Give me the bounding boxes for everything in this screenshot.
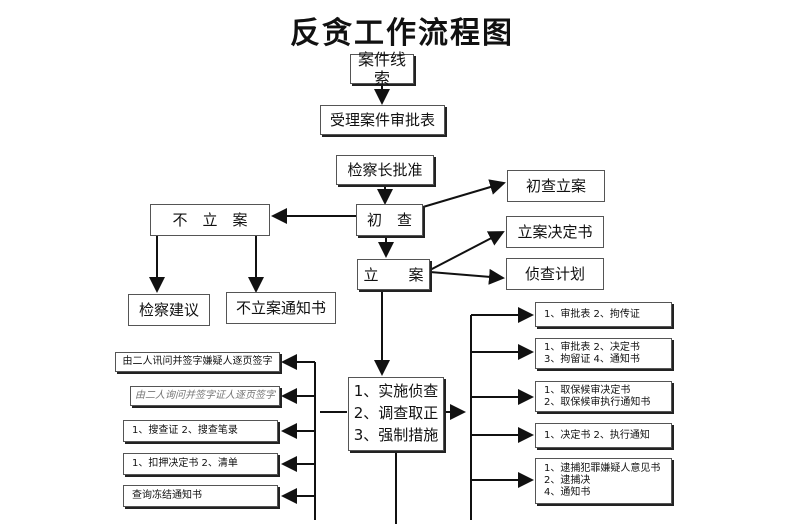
right-item-2: 1、审批表 2、决定书 3、拘留证 4、通知书 bbox=[535, 338, 672, 369]
case-register-form-node: 受理案件审批表 bbox=[320, 105, 445, 135]
initial-filing-node: 初查立案 bbox=[507, 170, 605, 202]
left-item-3: 1、搜查证 2、搜查笔录 bbox=[123, 420, 278, 442]
left-item-2: 由二人询问并签字证人逐页签字 bbox=[130, 386, 280, 406]
chief-approval-node: 检察长批准 bbox=[336, 155, 434, 185]
page-title: 反贪工作流程图 bbox=[290, 16, 514, 51]
left-item-1: 由二人讯问并签字嫌疑人逐页签字 bbox=[115, 352, 280, 372]
case-clue-node: 案件线索 bbox=[350, 50, 414, 88]
investigation-plan-node: 侦查计划 bbox=[506, 258, 604, 290]
right-item-4: 1、决定书 2、执行通知 bbox=[535, 423, 672, 448]
right-item-5: 1、逮捕犯罪嫌疑人意见书 2、逮捕决 4、通知书 bbox=[535, 458, 672, 504]
left-item-5: 查询冻结通知书 bbox=[123, 485, 278, 507]
main-steps-node: 1、实施侦查 2、调查取正 3、强制措施 bbox=[348, 377, 444, 451]
no-filing-node: 不 立 案 bbox=[150, 204, 270, 236]
filing-decision-node: 立案决定书 bbox=[506, 216, 604, 248]
procuratorial-suggestion-node: 检察建议 bbox=[128, 294, 210, 326]
initial-check-node: 初 查 bbox=[356, 204, 423, 236]
right-item-3: 1、取保候审决定书 2、取保候审执行通知书 bbox=[535, 381, 672, 412]
no-filing-notice-node: 不立案通知书 bbox=[226, 292, 336, 324]
right-item-1: 1、审批表 2、拘传证 bbox=[535, 302, 672, 327]
filing-node: 立 案 bbox=[357, 259, 430, 290]
left-item-4: 1、扣押决定书 2、清单 bbox=[123, 453, 278, 475]
